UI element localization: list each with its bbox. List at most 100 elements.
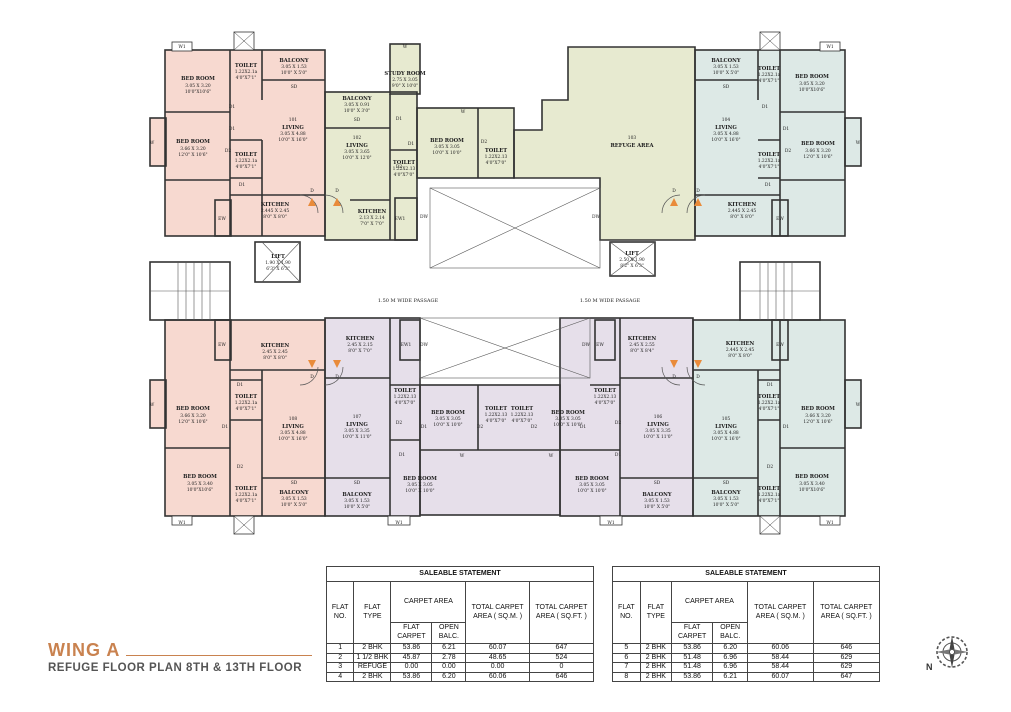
flat-101-area [150, 50, 325, 236]
living-name: LIVING [282, 125, 304, 131]
toilet-metric: 1.22X2.13 [485, 155, 508, 160]
sliding-door-mark: SD [723, 85, 730, 90]
balcony-imperial: 10'0" X 5'0" [713, 71, 739, 76]
window-mark: W [461, 110, 466, 115]
study-metric: 2.75 X 3.05 [392, 78, 418, 83]
toilet-metric: 1.22X2.1a [235, 159, 258, 164]
total-sqft-cell: 524 [528, 652, 595, 664]
toilet-name: TOILET [758, 486, 780, 492]
living-name: LIVING [346, 143, 368, 149]
table-row: 4 2 BHK 53.86 6.20 60.06 646 [325, 671, 595, 683]
toilet-metric: 1.22X2.13 [394, 395, 417, 400]
bedroom-imperial: 10'0"X10'6" [799, 88, 825, 93]
door-mark: D2 [237, 465, 244, 470]
kitchen-name: KITCHEN [261, 343, 290, 349]
exhaust-window-mark: EW1 [401, 343, 412, 348]
north-label: N [926, 662, 933, 672]
toilet-metric: 1.22X2.1a [235, 493, 258, 498]
balcony-name: BALCONY [711, 58, 740, 64]
balcony-imperial: 10'0" X 5'0" [281, 71, 307, 76]
door-mark: D1 [408, 142, 415, 147]
flat-type-cell: 2 BHK [639, 671, 672, 683]
balcony-metric: 3.05 X 0.91 [344, 103, 370, 108]
balcony-imperial: 10'0" X 5'0" [644, 505, 670, 510]
table-row: 8 2 BHK 53.86 6.21 60.07 647 [612, 671, 881, 683]
door-mark: D [672, 375, 676, 380]
flat-type-header: FLAT TYPE [353, 581, 392, 644]
window-mark: W [856, 403, 861, 408]
duct-cross-lines [261, 187, 656, 379]
walls [149, 43, 862, 517]
balcony-name: BALCONY [342, 96, 371, 102]
living-imperial: 10'0" X 16'0" [278, 138, 307, 143]
balcony-name: BALCONY [279, 58, 308, 64]
kitchen-metric: 2.445 X 2.45 [726, 348, 754, 353]
flat-type-cell: 2 BHK [639, 643, 672, 654]
flat-carpet-header: FLAT CARPET [390, 622, 433, 644]
open-balc-cell: 2.78 [431, 652, 467, 664]
flat-104-area [695, 50, 861, 236]
bedroom-imperial: 12'0" X 10'6" [178, 153, 207, 158]
toilet-name: TOILET [594, 388, 616, 394]
living-name: LIVING [282, 424, 304, 430]
table-caption: SALEABLE STATEMENT [612, 566, 880, 582]
dry-wall-mark: DW [592, 215, 601, 220]
toilet-imperial: 4'0"X7'1" [236, 165, 257, 170]
bedroom-imperial: 10'0"X10'6" [185, 90, 211, 95]
flat-number: 105 [722, 417, 731, 422]
toilet-imperial: 4'0"X7'1" [236, 407, 257, 412]
table-row: 7 2 BHK 51.48 6.96 58.44 629 [612, 662, 881, 673]
sliding-door-mark: SD [354, 118, 361, 123]
door-mark: D1 [421, 425, 428, 430]
dry-wall-mark: DW [582, 343, 591, 348]
door-mark: D1 [783, 425, 790, 430]
balcony-name: BALCONY [642, 492, 671, 498]
open-balc-cell: 6.96 [712, 662, 749, 673]
bedroom-metric: 3.05 X 3.05 [407, 483, 433, 488]
flat-type-cell: 1 1/2 BHK [353, 652, 392, 664]
bedroom-imperial: 12'0" X 10'6" [803, 420, 832, 425]
open-balc-cell: 6.20 [712, 643, 749, 654]
toilet-imperial: 4'0"X7'1" [759, 79, 780, 84]
study-imperial: 9'0" X 10'0" [392, 84, 418, 89]
flat-no-header: FLAT NO. [325, 581, 355, 644]
bedroom-name: BED ROOM [431, 410, 465, 416]
flat-type-cell: REFUGE [353, 662, 392, 673]
toilet-imperial: 4'0"X7'0" [595, 401, 616, 406]
living-metric: 3.05 X 4.88 [280, 431, 306, 436]
door-mark: D [310, 375, 314, 380]
balcony-name: BALCONY [279, 490, 308, 496]
living-name: LIVING [346, 422, 368, 428]
total-sqft-cell: 647 [812, 671, 881, 683]
door-mark: D2 [225, 149, 232, 154]
bedroom-imperial: 12'0" X 10'6" [803, 155, 832, 160]
total-sqm-cell: 60.07 [465, 643, 530, 654]
total-sqm-cell: 58.44 [747, 662, 814, 673]
plan-subtitle: REFUGE FLOOR PLAN 8TH & 13TH FLOOR [48, 662, 303, 674]
flat-number: 104 [722, 118, 731, 123]
bedroom-metric: 3.05 X 3.20 [185, 84, 211, 89]
refuge-area [514, 47, 695, 240]
total-sqft-cell: 0 [528, 662, 595, 673]
toilet-name: TOILET [393, 160, 415, 166]
open-balc-header: OPEN BALC. [712, 622, 749, 644]
toilet-metric: 1.22X2.13 [393, 167, 416, 172]
toilet-metric: 1.22X2.1a [758, 159, 781, 164]
bedroom-metric: 3.05 X 3.40 [799, 482, 825, 487]
flat-type-cell: 2 BHK [639, 652, 672, 664]
flat-carpet-cell: 53.86 [390, 671, 433, 683]
balcony-metric: 3.05 X 1.53 [713, 65, 739, 70]
lift-metric: 1.90 X 1.90 [265, 261, 291, 266]
opening-marks: W1 W1 W1 W1 W1 W1 W W W W W W W W SD SD … [150, 45, 861, 526]
living-metric: 3.05 X 3.65 [344, 150, 370, 155]
balcony-metric: 3.05 X 1.53 [644, 499, 670, 504]
total-sqm-cell: 60.06 [465, 671, 530, 683]
bedroom-name: BED ROOM [801, 141, 835, 147]
toilet-metric: 1.22X2.1a [235, 401, 258, 406]
flat-102-area [325, 44, 514, 240]
bedroom-metric: 3.05 X 3.20 [799, 82, 825, 87]
toilet-name: TOILET [758, 394, 780, 400]
toilet-name: TOILET [758, 152, 780, 158]
window-mark: W1 [395, 521, 403, 526]
flat-carpet-cell: 53.86 [670, 643, 714, 654]
